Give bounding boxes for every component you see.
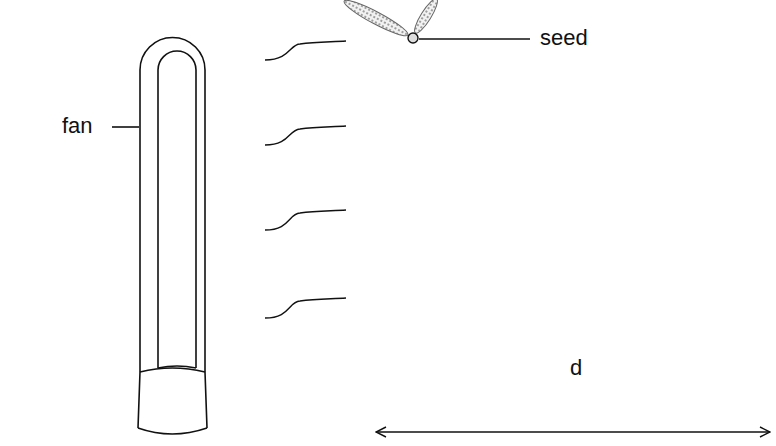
leader-line: [112, 126, 139, 128]
dimension-label: d: [570, 356, 582, 380]
part-label: seed: [540, 26, 588, 50]
airflow-line: [265, 126, 346, 145]
seed-wing: [411, 0, 441, 36]
seed-body: [408, 33, 418, 43]
fan-grille: [158, 51, 196, 368]
distance-arrow: [376, 431, 770, 432]
leader-line: [419, 38, 530, 39]
fan-base-bottom: [138, 428, 207, 434]
fan-base: [138, 372, 207, 428]
fan-grille-bottom: [158, 366, 196, 368]
part-label: fan: [62, 114, 93, 138]
seed-wing: [341, 0, 410, 40]
fan-drawing: [112, 38, 207, 435]
airflow-line: [265, 298, 346, 318]
fan-body: [140, 38, 205, 373]
airflow-line: [265, 210, 346, 230]
seed-drawing: [341, 0, 530, 43]
airflow-lines: [265, 41, 346, 318]
airflow-line: [265, 41, 346, 60]
